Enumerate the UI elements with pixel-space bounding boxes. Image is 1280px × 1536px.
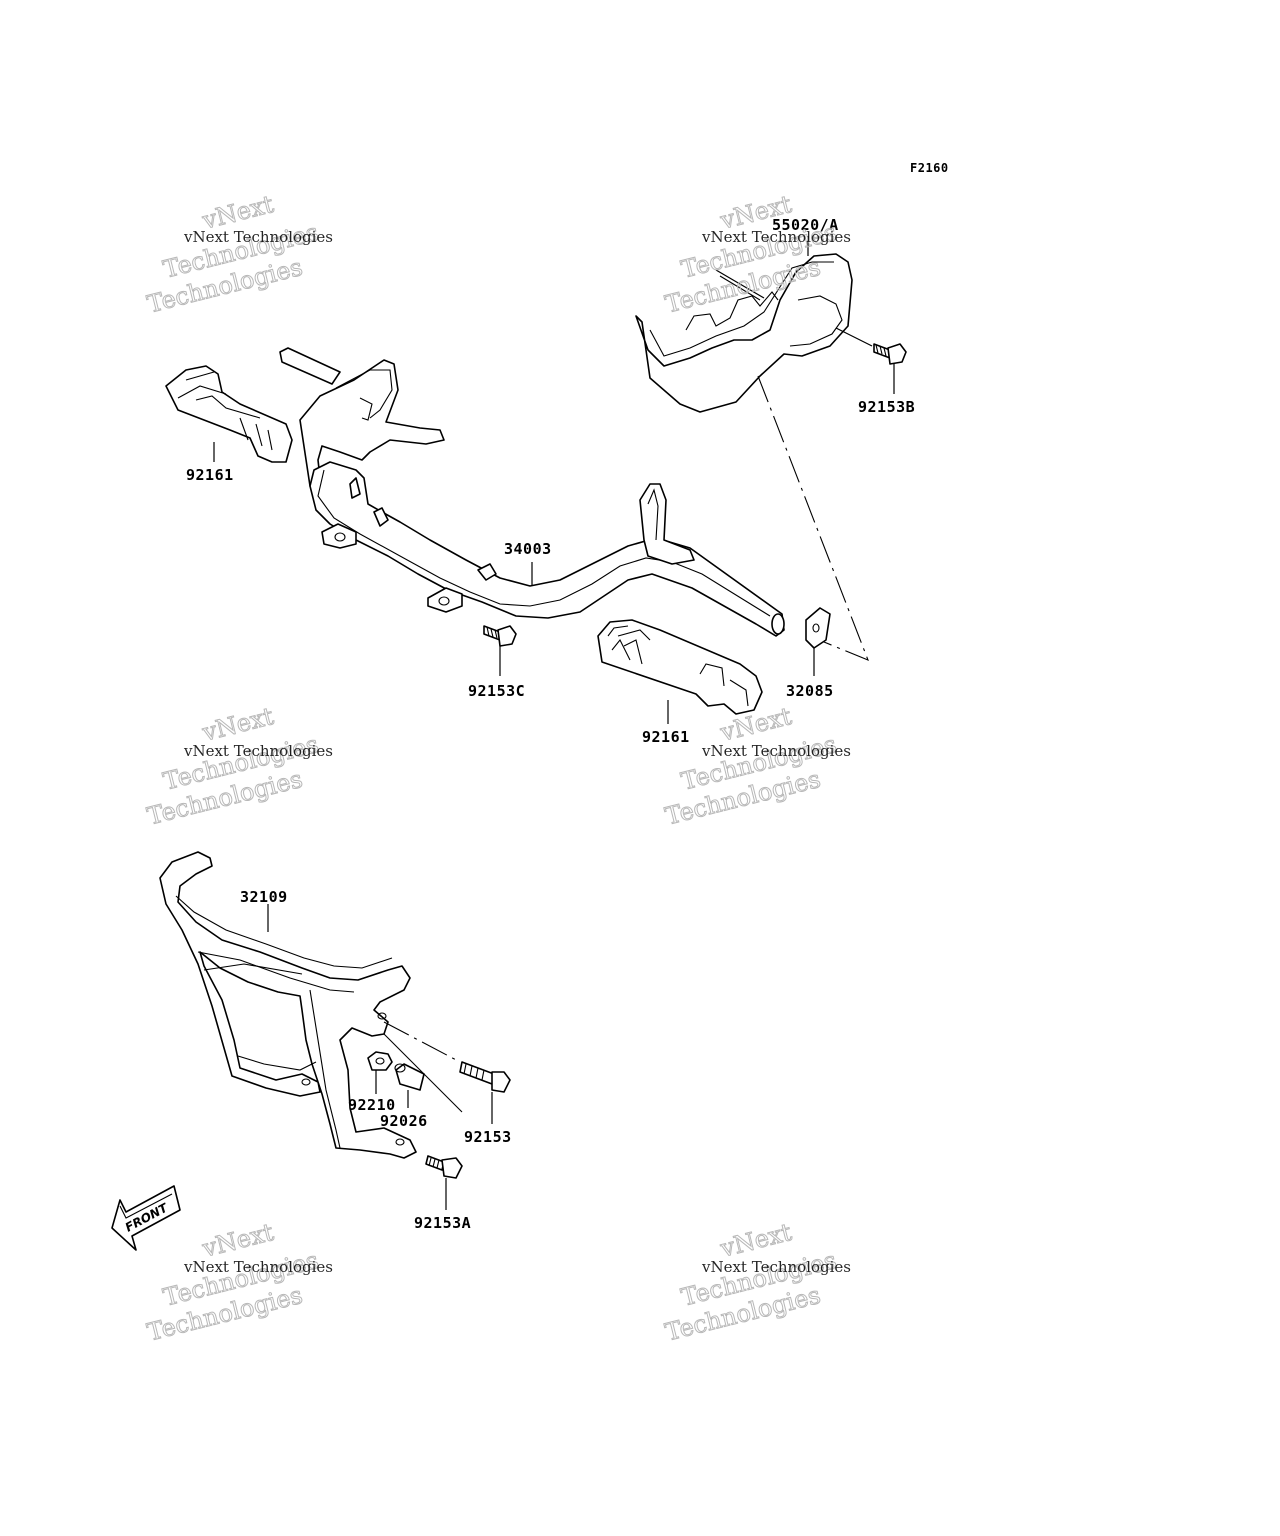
label-bolt: 92153 <box>464 1128 512 1146</box>
bolt-92153c-part <box>483 625 517 676</box>
label-footrest-pad-left: 92161 <box>186 466 234 484</box>
bolt-92153b-part <box>873 343 907 394</box>
plate-32085-part <box>805 607 831 676</box>
watermark-top-left: vNext Technologies Technologies <box>144 190 322 320</box>
watermark-bottom-right: vNext Technologies Technologies <box>662 1218 840 1348</box>
watermark-caption: vNext Technologies <box>701 228 851 246</box>
watermark-caption: vNext Technologies <box>701 742 851 760</box>
figure-code: F2160 <box>910 161 949 175</box>
label-collar: 92026 <box>380 1112 428 1130</box>
collar-92026-part <box>394 1063 425 1108</box>
footrest-pad-left-part <box>165 365 293 463</box>
watermark-bottom-left: vNext Technologies Technologies <box>144 1218 322 1348</box>
watermark-caption: vNext Technologies <box>183 742 333 760</box>
label-bolt-a: 92153A <box>414 1214 471 1232</box>
watermark-caption: vNext Technologies <box>701 1258 851 1276</box>
label-footrest-bracket: 34003 <box>504 540 552 558</box>
watermark-mid-right: vNext Technologies Technologies <box>662 702 840 832</box>
label-front-guard: 32109 <box>240 888 288 906</box>
watermark-caption: vNext Technologies <box>183 228 333 246</box>
bolt-92153a-part <box>425 1155 463 1210</box>
label-footrest-pad-right: 92161 <box>642 728 690 746</box>
footrest-bracket-part <box>279 347 785 637</box>
label-bolt-c: 92153C <box>468 682 525 700</box>
watermark-text: vNext <box>199 702 277 747</box>
watermark-text: vNext <box>199 1218 277 1263</box>
front-arrow-icon: FRONT <box>111 1185 181 1251</box>
watermark-text: vNext <box>717 1218 795 1263</box>
bolt-92153-part <box>459 1061 511 1124</box>
label-plate: 32085 <box>786 682 834 700</box>
rear-guard-part <box>635 236 873 413</box>
footrest-pad-right-part <box>597 619 763 724</box>
watermark-mid-left: vNext Technologies Technologies <box>144 702 322 832</box>
watermark-caption: vNext Technologies <box>183 1258 333 1276</box>
label-nut: 92210 <box>348 1096 396 1114</box>
label-guard-rear: 55020/A <box>772 216 839 234</box>
front-guard-part <box>159 851 417 1159</box>
label-bolt-b: 92153B <box>858 398 915 416</box>
nut-92210-part <box>367 1051 393 1094</box>
